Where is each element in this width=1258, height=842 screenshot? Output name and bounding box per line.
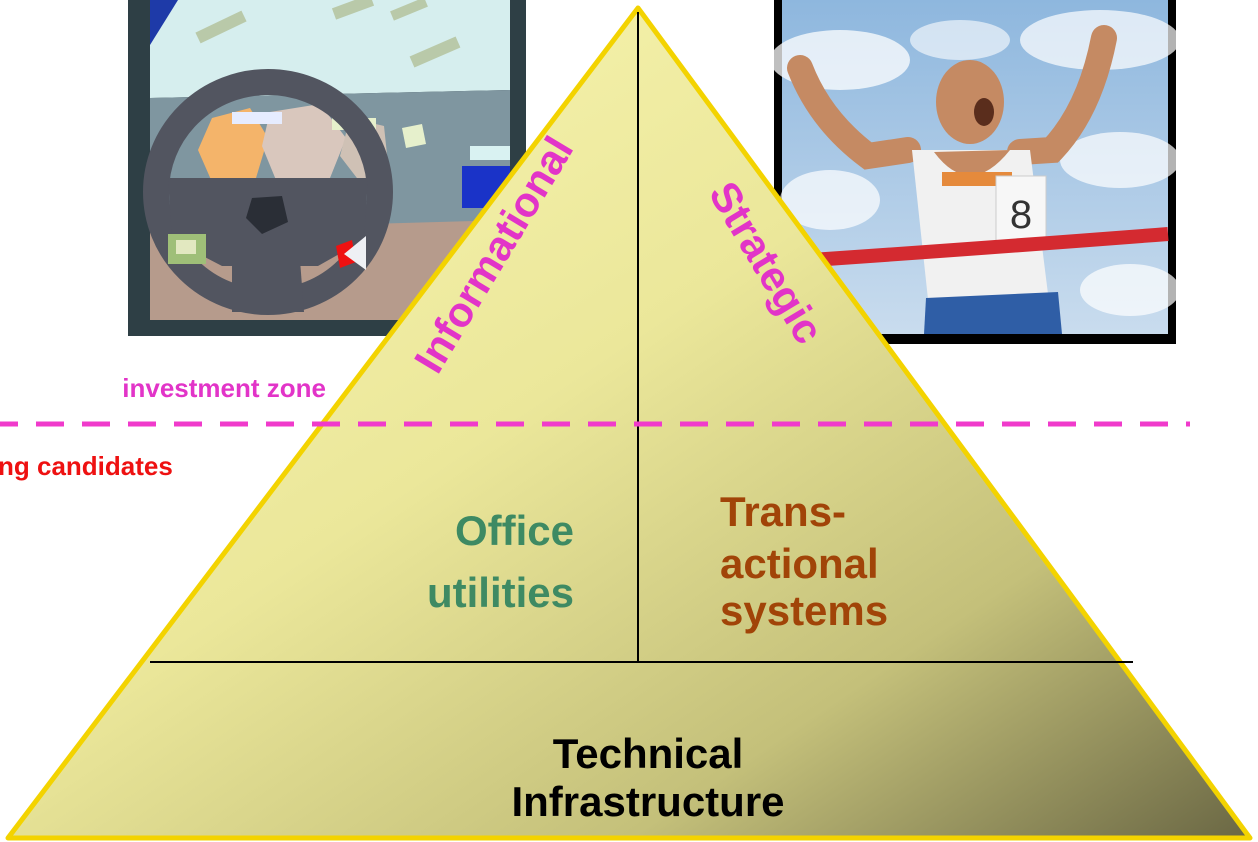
office-line-1: Office: [455, 507, 574, 554]
runner-bib-number: 8: [1010, 193, 1032, 237]
office-line-2: utilities: [427, 569, 574, 616]
trans-line-2: actional: [720, 540, 879, 587]
technical-infrastructure-label: Technical Infrastructure: [511, 730, 784, 825]
office-utilities-label: Office utilities: [427, 507, 574, 616]
infra-line-2: Infrastructure: [511, 778, 784, 825]
trans-line-3: systems: [720, 587, 888, 634]
trans-line-1: Trans-: [720, 488, 846, 535]
transactional-systems-label: Trans- actional systems: [720, 488, 888, 634]
outsourcing-candidates-label: ng candidates: [0, 451, 173, 481]
runner-photo: 8: [770, 0, 1180, 344]
steering-wheel-clipart: [128, 0, 526, 336]
investment-zone-label: investment zone: [122, 373, 326, 403]
infra-line-1: Technical: [553, 730, 744, 777]
